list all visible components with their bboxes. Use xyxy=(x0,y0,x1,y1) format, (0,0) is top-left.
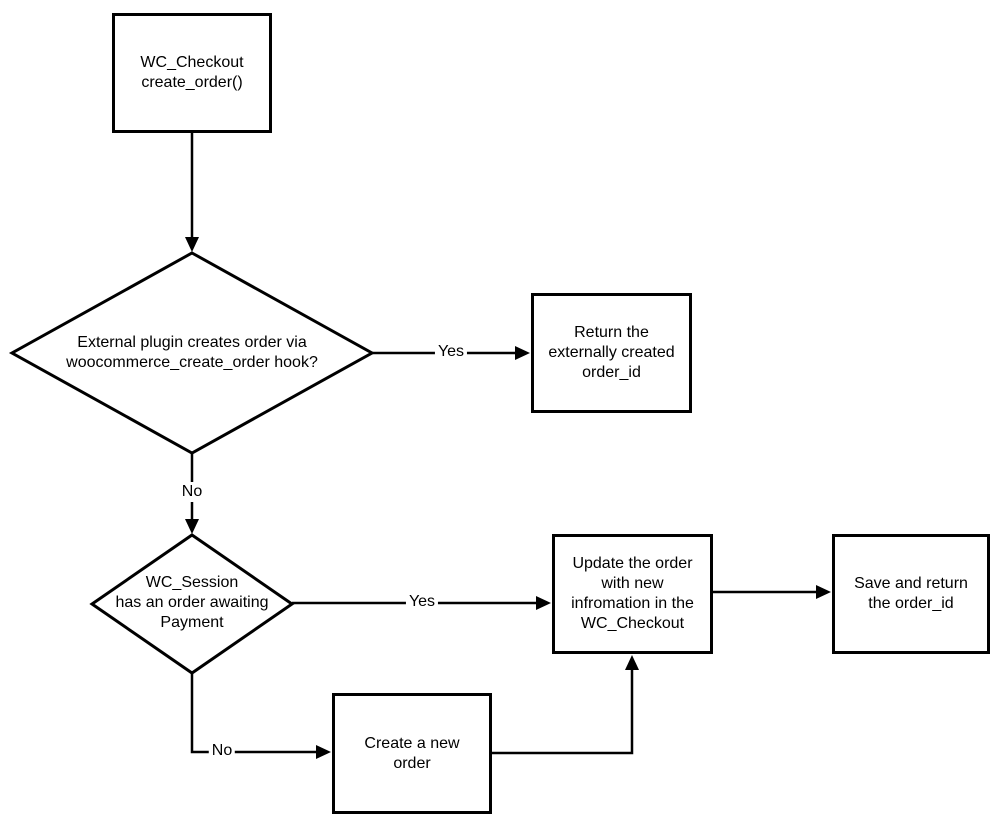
node-create-new-order-label: Create a new order xyxy=(364,734,460,772)
arrowhead-update-to-save xyxy=(816,585,831,599)
arrowhead-session-yes xyxy=(536,596,551,610)
edge-label-session-no: No xyxy=(208,741,236,761)
node-save-and-return: Save and return the order_id xyxy=(832,534,990,654)
arrowhead-start-to-external-decision xyxy=(185,237,199,252)
decision-external-plugin-label: External plugin creates order via woocom… xyxy=(66,334,318,371)
arrowhead-external-yes xyxy=(515,346,530,360)
arrowhead-create-to-update xyxy=(625,655,639,670)
node-return-external-order-id: Return the externally created order_id xyxy=(531,293,692,413)
decision-session-order-label: WC_Session has an order awaiting Payment xyxy=(115,574,269,631)
node-return-external-order-id-label: Return the externally created order_id xyxy=(548,324,675,381)
edge-label-external-yes: Yes xyxy=(434,342,468,362)
node-create-new-order: Create a new order xyxy=(332,693,492,814)
edge-label-external-no: No xyxy=(178,482,206,502)
node-update-order: Update the order with new infromation in… xyxy=(552,534,713,654)
arrowhead-session-no xyxy=(316,745,331,759)
node-save-and-return-label: Save and return the order_id xyxy=(854,575,968,612)
node-update-order-label: Update the order with new infromation in… xyxy=(571,555,694,632)
connector-create-to-update xyxy=(492,668,634,755)
edge-label-session-yes: Yes xyxy=(405,592,439,612)
arrowhead-external-no xyxy=(185,519,199,534)
connector-session-no xyxy=(190,673,318,754)
node-wc-checkout-create-order-label: WC_Checkout create_order() xyxy=(140,54,244,91)
node-wc-checkout-create-order: WC_Checkout create_order() xyxy=(112,13,272,133)
